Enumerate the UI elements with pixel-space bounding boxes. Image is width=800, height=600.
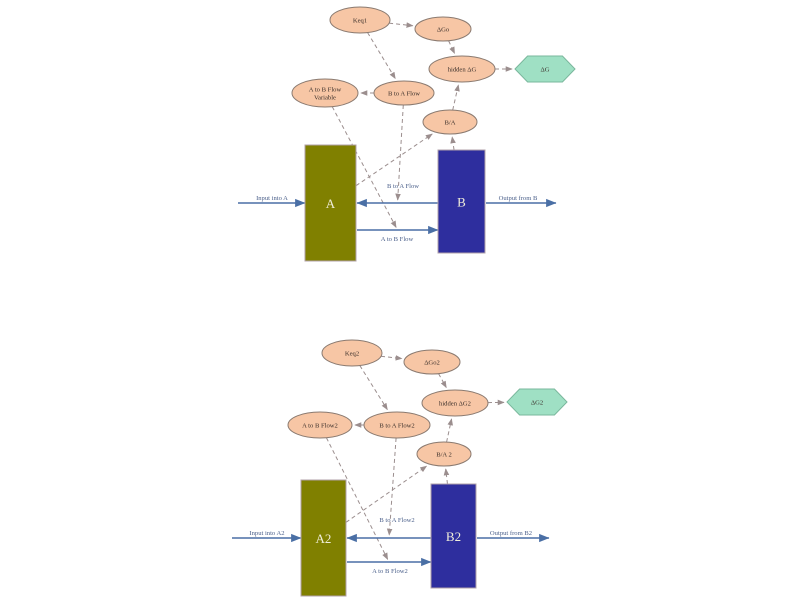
keq2-ellipse[interactable]: [321, 339, 383, 367]
box-a[interactable]: A: [304, 144, 357, 262]
dependency-edge-b-to-a-flow-var-to-b-to-a-flow-arrow: [395, 104, 404, 201]
dgo2-ellipse[interactable]: [403, 349, 461, 375]
node-a-to-b-flow2[interactable]: A to B Flow2: [287, 411, 353, 439]
b-over-a-ellipse[interactable]: [422, 109, 478, 135]
b-over-a-label: B/A: [445, 119, 456, 126]
dependency-edge-b-over-a-2-to-hidden-dg2: [446, 418, 453, 443]
node-hidden-dg[interactable]: hidden ΔG: [428, 55, 496, 83]
dg-label: ΔG: [540, 66, 549, 73]
dependency-edge-b-to-a-flow2-to-b-to-a-flow2-arrow: [386, 437, 397, 536]
box-a2[interactable]: A2: [300, 479, 347, 597]
b-to-a-flow-var-ellipse[interactable]: [373, 80, 435, 106]
hidden-dg2-ellipse[interactable]: [421, 389, 489, 417]
b-to-a-flow2-ellipse[interactable]: [363, 411, 431, 439]
a-to-b-flow-variable-ellipse[interactable]: [291, 78, 359, 108]
node-b-to-a-flow-var[interactable]: B to A Flow: [373, 80, 435, 106]
keq1-ellipse[interactable]: [329, 6, 391, 34]
compartment-boxes-group: A B A2 B2: [300, 144, 486, 597]
b-over-a-2-ellipse[interactable]: [416, 441, 472, 467]
b-to-a-flow2-label: B to A Flow2: [379, 422, 414, 429]
output-from-b2-label: Output from B2: [490, 530, 532, 537]
hidden-dg2-label: hidden ΔG2: [439, 400, 471, 407]
b-to-a-flow-arrow-label: B to A Flow: [387, 183, 419, 190]
node-dgo[interactable]: ΔGo: [414, 16, 472, 42]
box-a-rect[interactable]: [304, 144, 357, 262]
a-to-b-flow2-ellipse[interactable]: [287, 411, 353, 439]
dependency-edge-box-b2-to-b-over-a-2: [443, 468, 450, 485]
dependency-edge-a-to-b-flow2-to-a-to-b-flow2-arrow: [325, 437, 389, 560]
dependency-edge-box-b-to-b-over-a: [450, 136, 456, 151]
dg-hexagon[interactable]: [514, 55, 576, 83]
dependency-edge-keq2-to-b-to-a-flow2: [359, 365, 388, 411]
dependency-edge-dgo2-to-hidden-dg2: [438, 373, 447, 389]
dependency-edge-keq2-to-dgo2: [380, 355, 403, 361]
box-b2-rect[interactable]: [430, 483, 477, 589]
dg2-label: ΔG2: [531, 399, 543, 406]
b-over-a-2-label: B/A 2: [436, 451, 452, 458]
node-hidden-dg2[interactable]: hidden ΔG2: [421, 389, 489, 417]
hidden-dg-label: hidden ΔG: [448, 66, 477, 73]
node-dg2[interactable]: ΔG2: [506, 388, 568, 416]
box-b[interactable]: B: [437, 149, 486, 254]
dgo-ellipse[interactable]: [414, 16, 472, 42]
box-b2-label: B2: [446, 529, 461, 544]
a-to-b-flow-arrow-label: A to B Flow: [381, 236, 414, 243]
a-to-b-flow-variable-label-1: A to B Flow: [309, 87, 342, 94]
a-to-b-flow2-label: A to B Flow2: [302, 422, 338, 429]
box-a2-label: A2: [316, 531, 332, 546]
dependency-edge-box-a-to-b-over-a: [355, 133, 433, 187]
box-b-label: B: [457, 195, 466, 210]
b-to-a-flow2-arrow-label: B to A Flow2: [379, 517, 414, 524]
node-keq1[interactable]: Keq1: [329, 6, 391, 34]
input-into-a-label: Input into A: [256, 195, 288, 202]
dependency-edge-dgo-to-hidden-dg: [448, 40, 456, 54]
box-b-rect[interactable]: [437, 149, 486, 254]
box-a2-rect[interactable]: [300, 479, 347, 597]
dashed-edges-group: [325, 22, 513, 560]
dependency-edge-keq1-to-dgo: [389, 22, 414, 28]
node-b-over-a-2[interactable]: B/A 2: [416, 441, 472, 467]
dgo-label: ΔGo: [437, 26, 450, 33]
keq2-label: Keq2: [345, 350, 359, 357]
a-to-b-flow2-arrow-label: A to B Flow2: [372, 568, 408, 575]
input-into-a2-label: Input into A2: [249, 530, 284, 537]
node-b-over-a[interactable]: B/A: [422, 109, 478, 135]
a-to-b-flow-variable-label-2: Variable: [314, 95, 336, 102]
hidden-dg-ellipse[interactable]: [428, 55, 496, 83]
node-dgo2[interactable]: ΔGo2: [403, 349, 461, 375]
dependency-edge-b-over-a-to-hidden-dg: [452, 84, 460, 111]
b-to-a-flow-var-label: B to A Flow: [388, 90, 420, 97]
dg2-hexagon[interactable]: [506, 388, 568, 416]
node-dg[interactable]: ΔG: [514, 55, 576, 83]
dependency-edge-a-to-b-flow-variable-to-a-to-b-flow-arrow: [331, 106, 397, 228]
keq1-label: Keq1: [353, 17, 367, 24]
dependency-edge-keq1-to-b-to-a-flow-var: [367, 32, 396, 80]
node-b-to-a-flow2[interactable]: B to A Flow2: [363, 411, 431, 439]
node-keq2[interactable]: Keq2: [321, 339, 383, 367]
box-b2[interactable]: B2: [430, 483, 477, 589]
output-from-b-label: Output from B: [499, 195, 538, 202]
dependency-edge-box-a2-to-b-over-a-2: [345, 465, 428, 523]
box-a-label: A: [326, 196, 336, 211]
dgo2-label: ΔGo2: [424, 359, 440, 366]
